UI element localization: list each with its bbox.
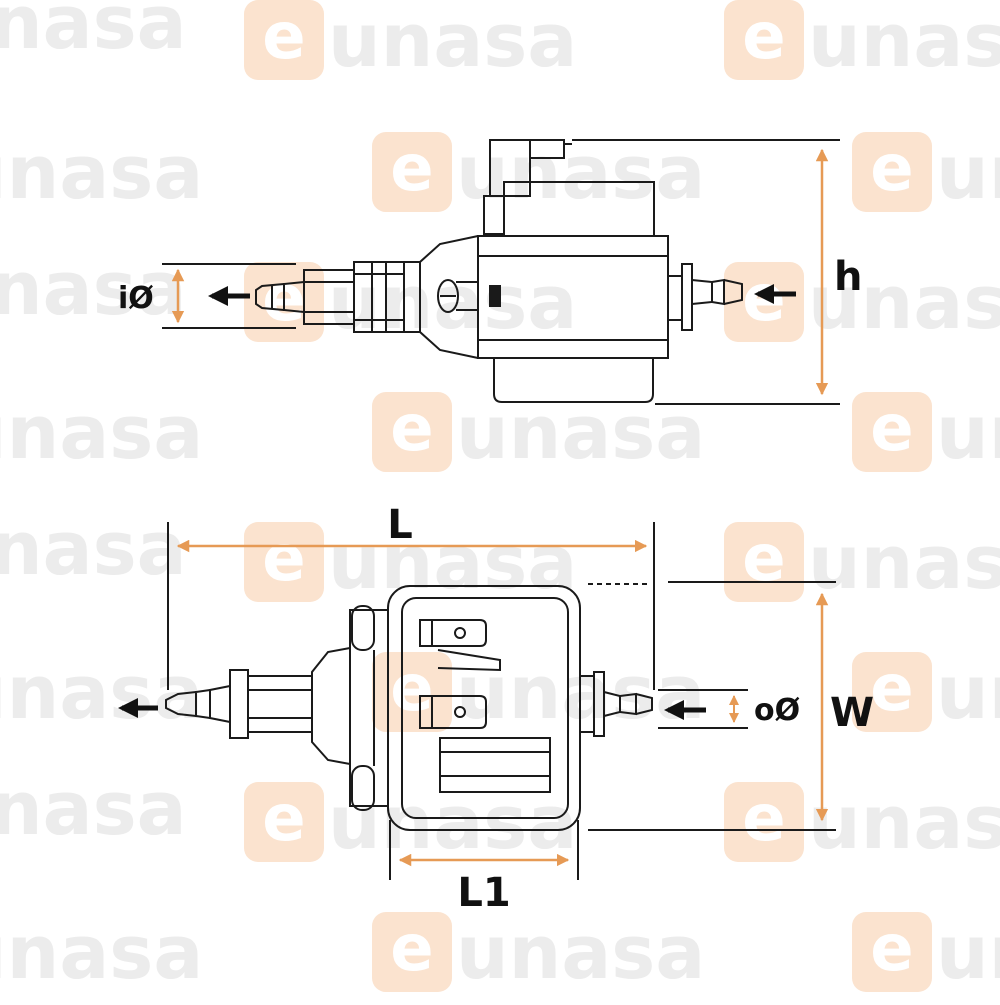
width-dimension: W [588,581,874,831]
watermark-logo: e unasa [372,390,705,476]
watermark-logo: e unasa [724,520,1000,606]
svg-text:e: e [742,782,785,856]
watermark-logo: e unasa [372,130,705,216]
pump-side-view [255,139,743,403]
svg-text:e: e [262,782,305,856]
svg-text:e: e [742,262,785,336]
watermark-logo: e unasa [244,0,577,84]
outlet-diameter-dimension: oØ [658,689,800,729]
inlet-fitting [579,671,653,737]
svg-text:unasa: unasa [808,520,1000,606]
watermark-logo: e unasa [724,260,1000,346]
watermark-logo: e unasa [0,910,203,996]
spade-terminal [419,619,487,647]
svg-text:e: e [742,522,785,596]
coil-housing [493,358,654,403]
screw-icon [437,279,478,313]
svg-text:unasa: unasa [936,650,1000,736]
watermark-logo: nasa [0,0,187,66]
svg-text:nasa: nasa [0,506,187,592]
svg-text:unasa: unasa [808,260,1000,346]
label-plate [439,737,551,793]
svg-text:unasa: unasa [328,780,577,866]
watermark-logo: nasa [0,506,187,592]
svg-text:nasa: nasa [0,246,187,332]
svg-text:e: e [390,392,433,466]
watermark-logo: e unasa [372,650,705,736]
watermark-logo: e unasa [724,0,1000,84]
svg-text:unasa: unasa [328,260,577,346]
inlet-diameter-dimension: iØ [118,263,296,329]
watermark-logo: e unasa [0,130,203,216]
svg-text:e: e [262,0,305,74]
svg-text:unasa: unasa [0,650,203,736]
svg-text:unasa: unasa [936,130,1000,216]
watermark-logo: e unasa [244,260,577,346]
svg-text:unasa: unasa [808,780,1000,866]
watermark-logo: e unasa [852,390,1000,476]
watermark-logo: nasa [0,246,187,332]
svg-text:unasa: unasa [936,390,1000,476]
outlet-fitting [255,261,405,333]
svg-text:nasa: nasa [0,766,187,852]
length-1-dimension: L1 [389,820,579,916]
spade-terminal [419,695,487,729]
watermark-logo: e unasa [724,780,1000,866]
svg-text:unasa: unasa [0,390,203,476]
label-length-1: L1 [457,870,510,916]
watermark-logo: e unasa [852,130,1000,216]
svg-text:unasa: unasa [0,130,203,216]
watermark-logo: e unasa [852,650,1000,736]
svg-text:nasa: nasa [0,0,187,66]
svg-text:e: e [390,652,433,726]
svg-text:unasa: unasa [936,910,1000,996]
svg-text:e: e [262,522,305,596]
svg-text:e: e [390,912,433,986]
outlet-fitting [165,669,313,739]
height-dimension: h [572,139,862,405]
svg-text:e: e [390,132,433,206]
label-height: h [834,254,862,300]
pump-top-view [165,585,653,831]
label-length: L [387,502,413,548]
label-outlet-diameter: oØ [754,693,800,728]
watermark-logo: nasa [0,766,187,852]
length-dimension: L [118,502,655,718]
watermark-logo: e unasa [244,780,577,866]
watermark-logo: e unasa [0,650,203,736]
svg-text:unasa: unasa [456,130,705,216]
watermark-logo: e unasa [852,910,1000,996]
svg-text:unasa: unasa [328,0,577,84]
label-inlet-diameter: iØ [118,281,154,316]
svg-text:e: e [742,0,785,74]
svg-text:unasa: unasa [0,910,203,996]
inlet-fitting [667,263,743,331]
watermark-logo: e unasa [0,390,203,476]
svg-text:e: e [870,912,913,986]
svg-text:e: e [870,132,913,206]
label-width: W [830,690,874,736]
svg-text:unasa: unasa [328,520,577,606]
watermark-logo: e unasa [372,910,705,996]
svg-text:e: e [870,392,913,466]
svg-text:unasa: unasa [456,910,705,996]
svg-text:e: e [870,652,913,726]
svg-text:unasa: unasa [808,0,1000,84]
